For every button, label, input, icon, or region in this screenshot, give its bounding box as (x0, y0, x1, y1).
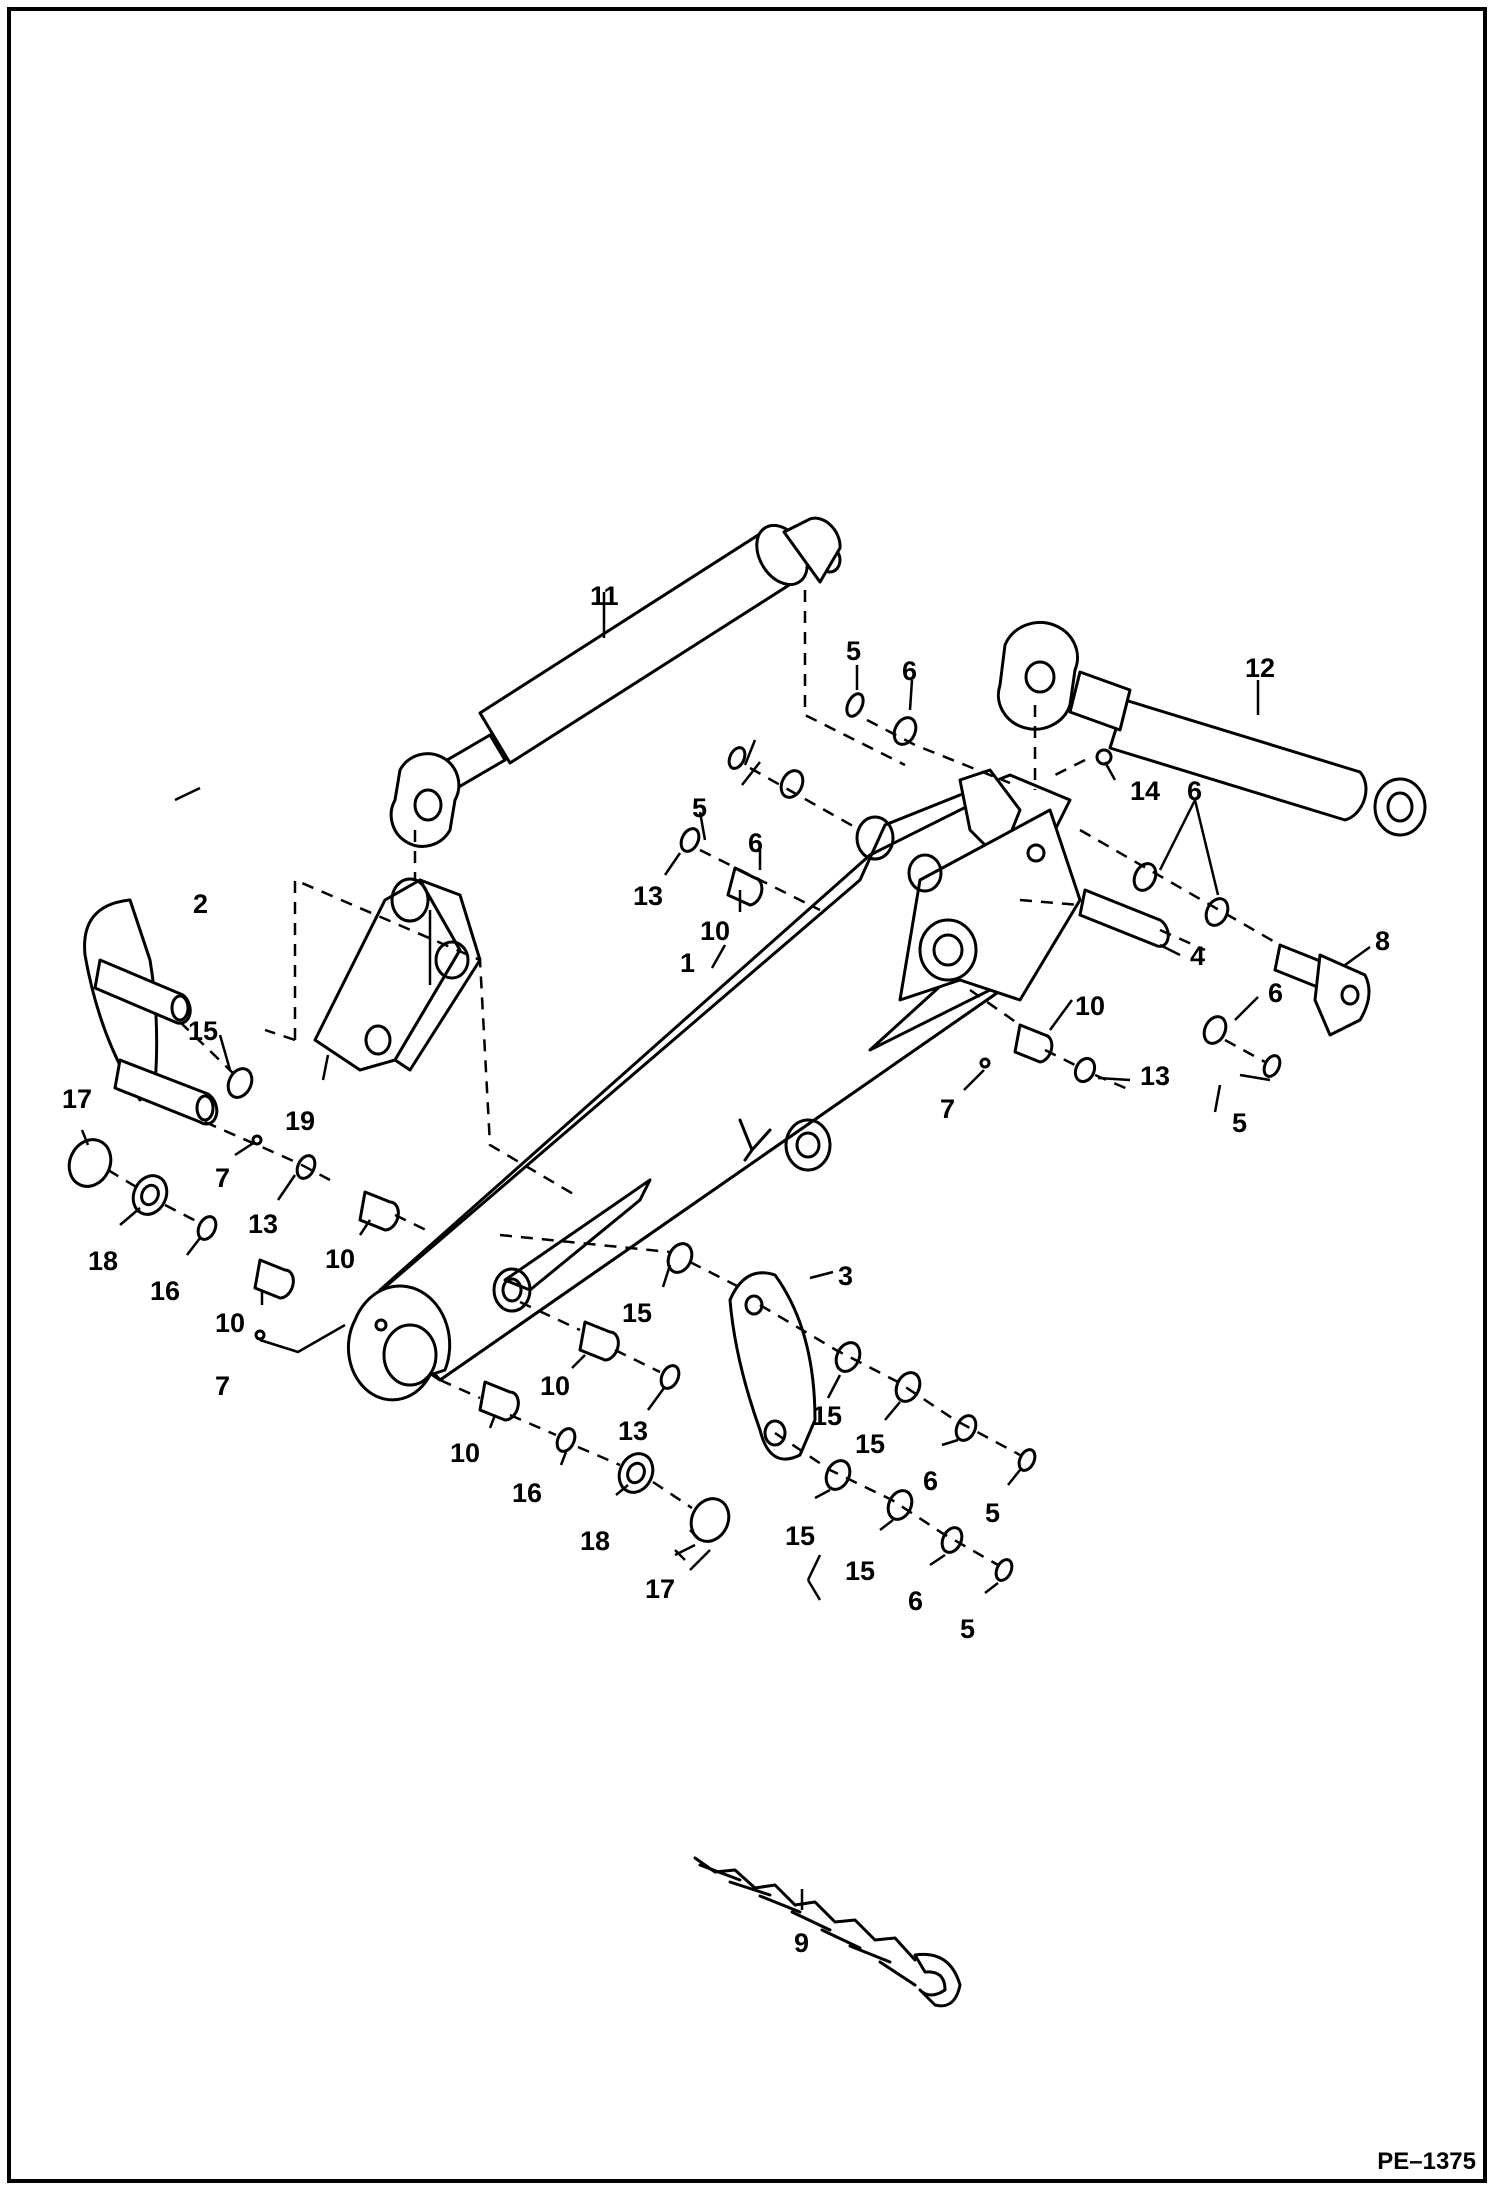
callout-6: 6 (902, 656, 917, 686)
callout-10: 10 (1075, 991, 1105, 1021)
callout-7: 7 (215, 1371, 230, 1401)
callout-13: 13 (1140, 1061, 1170, 1091)
callout-5: 5 (846, 636, 861, 666)
callout-15: 15 (845, 1556, 875, 1586)
callout-15: 15 (785, 1521, 815, 1551)
callout-1: 1 (680, 948, 695, 978)
callout-13: 13 (248, 1209, 278, 1239)
callout-10: 10 (540, 1371, 570, 1401)
callout-19: 19 (285, 1106, 315, 1136)
callout-6: 6 (908, 1586, 923, 1616)
callout-15: 15 (855, 1429, 885, 1459)
callout-6: 6 (1268, 978, 1283, 1008)
mount-bracket-2 (83, 898, 219, 1126)
callout-5: 5 (692, 793, 707, 823)
callout-17: 17 (645, 1574, 675, 1604)
callout-9: 9 (794, 1928, 809, 1958)
callout-10: 10 (700, 916, 730, 946)
callout-6: 6 (1187, 776, 1202, 806)
callout-labels: 11 12 5 6 5 6 13 10 1 14 6 8 4 6 10 13 5… (62, 581, 1390, 1958)
callout-2: 2 (193, 889, 208, 919)
callout-12: 12 (1245, 653, 1275, 683)
callout-16: 16 (150, 1276, 180, 1306)
callout-6: 6 (748, 828, 763, 858)
callout-17: 17 (62, 1084, 92, 1114)
chain-9 (693, 1856, 962, 2008)
callout-5: 5 (1232, 1108, 1247, 1138)
hydraulic-cylinder-12 (996, 621, 1427, 837)
callout-13: 13 (618, 1416, 648, 1446)
callout-18: 18 (580, 1526, 610, 1556)
callout-10: 10 (450, 1438, 480, 1468)
pin-4 (1078, 888, 1170, 948)
callout-7: 7 (940, 1094, 955, 1124)
callout-13: 13 (633, 881, 663, 911)
callout-15: 15 (188, 1016, 218, 1046)
callout-4: 4 (1190, 941, 1205, 971)
callout-11: 11 (590, 581, 619, 611)
callout-18: 18 (88, 1246, 118, 1276)
callout-6: 6 (923, 1466, 938, 1496)
boom-arm-1 (346, 768, 1082, 1402)
callout-3: 3 (838, 1261, 853, 1291)
callout-16: 16 (512, 1478, 542, 1508)
figure-code: PE–1375 (1377, 2148, 1476, 2175)
link-19 (313, 877, 482, 1072)
callout-8: 8 (1375, 926, 1390, 956)
plate-3 (728, 1271, 817, 1461)
pin-8 (1273, 943, 1371, 1037)
leader-lines (80, 592, 1371, 1910)
callout-10: 10 (215, 1308, 245, 1338)
callout-15: 15 (812, 1401, 842, 1431)
callout-14: 14 (1130, 776, 1160, 806)
callout-15: 15 (622, 1298, 652, 1328)
hydraulic-cylinder-11 (389, 516, 842, 848)
callout-10: 10 (325, 1244, 355, 1274)
callout-7: 7 (215, 1163, 230, 1193)
assembly-lines (107, 590, 1281, 1567)
callout-5: 5 (960, 1614, 975, 1644)
callout-5: 5 (985, 1498, 1000, 1528)
